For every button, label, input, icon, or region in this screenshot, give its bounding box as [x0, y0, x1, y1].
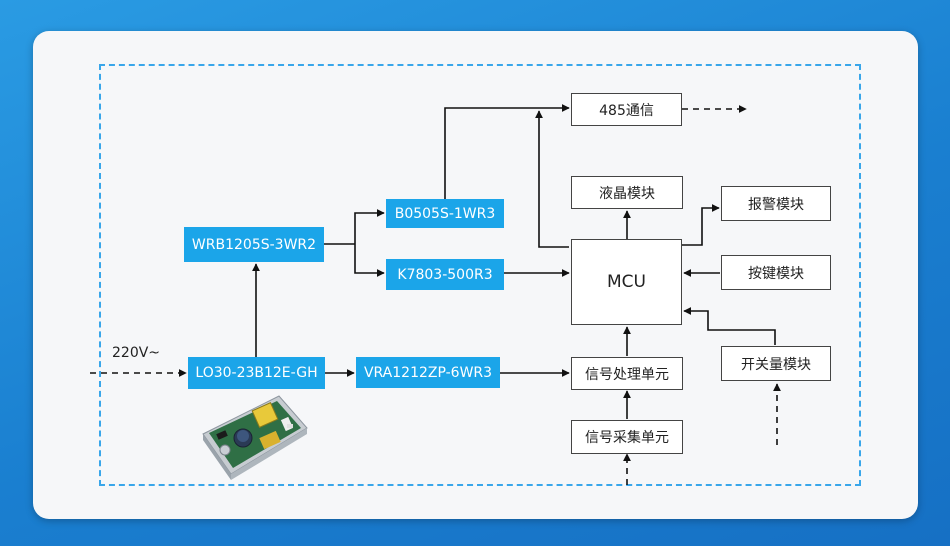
block-lcd: 液晶模块	[571, 176, 683, 209]
block-signal-acquisition: 信号采集单元	[571, 420, 683, 454]
block-keys: 按键模块	[721, 255, 831, 290]
block-vra1212zp: VRA1212ZP-6WR3	[356, 357, 500, 388]
block-switch-module: 开关量模块	[721, 346, 831, 381]
block-signal-processing: 信号处理单元	[571, 357, 683, 390]
mcu-to-alarm-arrow	[682, 204, 720, 246]
system-boundary-frame	[99, 64, 861, 486]
block-k7803: K7803-500R3	[386, 259, 504, 290]
block-psu: LO30-23B12E-GH	[188, 357, 325, 389]
block-alarm: 报警模块	[721, 186, 831, 221]
block-wrb1205s: WRB1205S-3WR2	[184, 227, 324, 262]
block-485-comm: 485通信	[571, 93, 682, 126]
switch-to-mcu-arrow	[683, 307, 776, 345]
power-board-image	[202, 395, 308, 480]
wrb-to-k7803-arrow	[354, 244, 385, 277]
block-mcu: MCU	[571, 239, 682, 325]
b0505-to-485-arrow	[444, 104, 570, 200]
block-b0505s: B0505S-1WR3	[386, 199, 504, 228]
input-voltage-label: 220V~	[112, 345, 161, 361]
wrb-to-b0505-arrow	[354, 209, 385, 244]
mcu-to-485-arrow	[535, 110, 569, 248]
